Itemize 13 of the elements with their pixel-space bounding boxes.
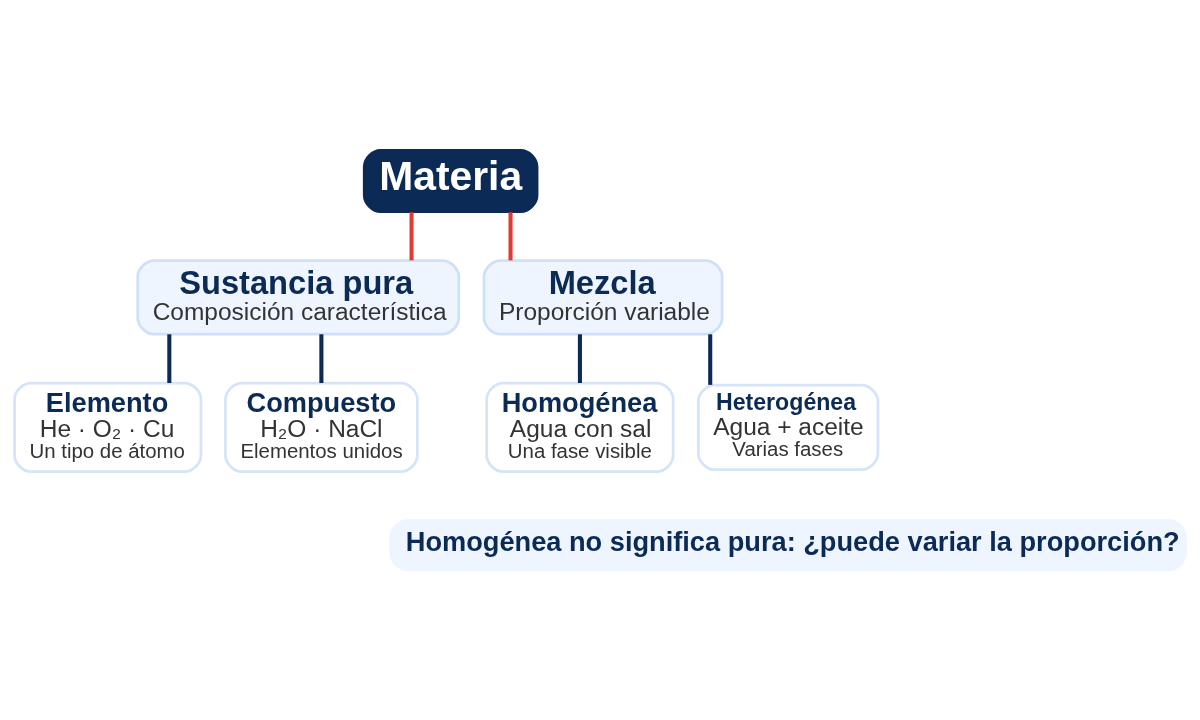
connector: [319, 334, 324, 383]
connector: [409, 212, 414, 261]
connector: [708, 334, 713, 385]
connector: [577, 334, 582, 383]
node-box: Homogénea Agua con sal Una fase visible: [485, 381, 675, 473]
connector: [167, 334, 172, 383]
node-box: Materia: [362, 149, 539, 214]
node-box: Mezcla Proporción variable: [482, 259, 724, 336]
node-box: Heterogénea Agua + aceite Varias fases: [696, 383, 880, 471]
node-box: Sustancia pura Composición característica: [136, 259, 461, 336]
node-box: Compuesto H₂O · NaCl Elementos unidos: [224, 381, 419, 473]
node-box: Elemento He · O₂ · Cu Un tipo de átomo: [13, 381, 203, 473]
connector: [508, 212, 513, 261]
